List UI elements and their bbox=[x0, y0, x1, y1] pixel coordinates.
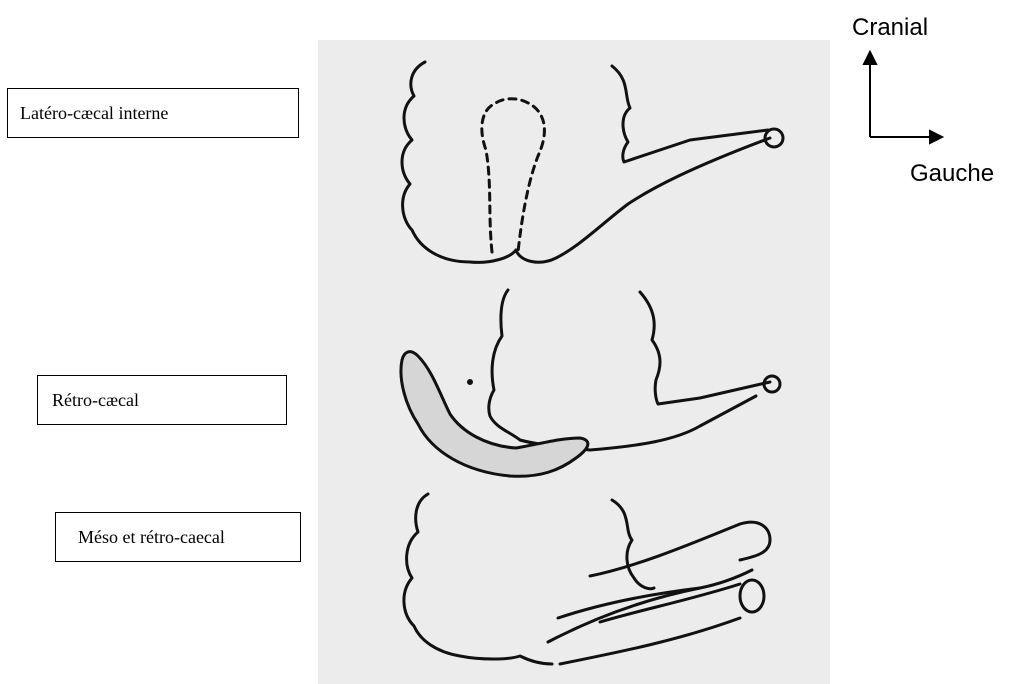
label-lateral-internal: Latéro-cæcal interne bbox=[7, 88, 299, 138]
cranial-arrow bbox=[864, 52, 876, 137]
label-lateral-internal-text: Latéro-cæcal interne bbox=[20, 103, 168, 124]
cranial-label: Cranial bbox=[852, 14, 928, 42]
label-meso-retro: Méso et rétro-caecal bbox=[55, 512, 301, 562]
gauche-label: Gauche bbox=[910, 160, 994, 188]
label-meso-retro-text: Méso et rétro-caecal bbox=[78, 527, 225, 548]
label-retro-text: Rétro-cæcal bbox=[52, 390, 139, 411]
label-retro: Rétro-cæcal bbox=[37, 375, 287, 425]
gauche-arrow bbox=[870, 131, 942, 143]
